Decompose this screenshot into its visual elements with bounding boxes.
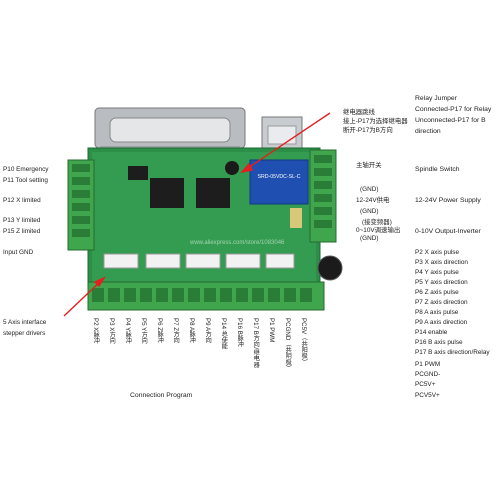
legend-p14: P14 enable (415, 329, 448, 336)
ic-3 (128, 166, 148, 180)
pin-p5: P5 Y方向 (140, 318, 148, 344)
label-5axis: 5 Axis interface (3, 319, 47, 326)
ic-1 (150, 178, 184, 208)
relay-cn-1: 继电器跳线 (343, 109, 375, 116)
gnd-1: (GND) (360, 186, 379, 193)
relay: SRD-05VDC-SL-C (249, 159, 309, 205)
pin-p7: P7 Z方向 (172, 318, 180, 344)
right-terminal-block (309, 149, 337, 243)
pin-p2: P2 X脉冲 (92, 318, 100, 344)
legend-p6: P6 Z axis pulse (415, 289, 459, 296)
relay-cn-2: 接上-P17为选择继电器 (343, 118, 408, 125)
pin-p16: P16 B脉冲 (236, 318, 244, 348)
output-inverter: 0-10V Output-Inverter (415, 228, 481, 235)
spindle-switch: Spindle Switch (415, 166, 460, 173)
power-cn: 12-24V供电 (356, 197, 390, 204)
legend-p17: P17 B axis direction/Relay (415, 349, 490, 356)
pin-p8: P8 A脉冲 (188, 318, 196, 344)
pin-p14: P14 总使能 (220, 318, 228, 350)
watermark: www.aliexpress.com/store/1083046 (190, 240, 285, 246)
relay-jumper-2: Connected-P17 for Relay (415, 106, 492, 113)
legend-p3: P3 X axis direction (415, 259, 468, 266)
pin-pcgnd: PCGND（共阴极） (284, 318, 292, 372)
capacitor (317, 255, 343, 281)
legend-p4: P4 Y axis pulse (415, 269, 459, 276)
pin-p3: P3 X方向 (108, 318, 116, 344)
legend-p16: P16 B axis pulse (415, 339, 463, 346)
label-p15: P15 Z limited (3, 228, 41, 235)
relay-jumper-3: Unconnected-P17 for B (415, 117, 486, 124)
gnd-2: (GND) (360, 208, 379, 215)
label-p12: P12 X limited (3, 197, 41, 204)
label-p10: P10 Emergency (3, 166, 49, 173)
inverter-cn-2: 0~10V调速输出 (356, 227, 401, 234)
gnd-3: (GND) (360, 235, 379, 242)
relay-text: SRD-05VDC-SL-C (258, 174, 301, 180)
spindle-cn: 主轴开关 (356, 162, 382, 169)
label-stepper: stepper drivers (3, 330, 46, 337)
legend-pcv5v: PCV5V+ (415, 392, 440, 399)
legend-pcgnd: PCGND- (415, 371, 441, 378)
pin-p1: P1 PWM (268, 318, 276, 343)
legend-p7: P7 Z axis direction (415, 299, 468, 306)
left-terminal-block (67, 159, 95, 251)
relay-cn-3: 断开-P17为B方向 (343, 127, 393, 134)
pin-pc5v: PC5V（共阳极） (300, 318, 308, 366)
ic-2 (196, 178, 230, 208)
legend-p9: P9 A axis direction (415, 319, 468, 326)
pin-p9: P9 A方向 (204, 318, 212, 344)
label-input-gnd: Input GND (3, 249, 34, 256)
legend-p5: P5 Y axis direction (415, 279, 468, 286)
pin-p17: P17 B方向/继电器 (252, 318, 260, 368)
legend-p1: P1 PWM (415, 361, 441, 368)
legend-p2: P2 X axis pulse (415, 249, 460, 256)
legend-pc5v: PC5V+ (415, 381, 436, 388)
bottom-terminal-block (87, 281, 325, 311)
pin-p4: P4 Y脉冲 (124, 318, 132, 344)
relay-jumper-4: direction (415, 128, 441, 135)
inverter-cn-1: (接变频器) (362, 219, 392, 226)
legend-p8: P8 A axis pulse (415, 309, 459, 316)
label-p11: P11 Tool setting (3, 177, 48, 184)
pin-p6: P6 Z脉冲 (156, 318, 164, 344)
power-supply: 12-24V Power Supply (415, 197, 481, 204)
label-p13: P13 Y limited (3, 217, 41, 224)
footer-caption: Connection Program (130, 392, 193, 399)
relay-jumper-1: Relay Jumper (415, 95, 457, 102)
